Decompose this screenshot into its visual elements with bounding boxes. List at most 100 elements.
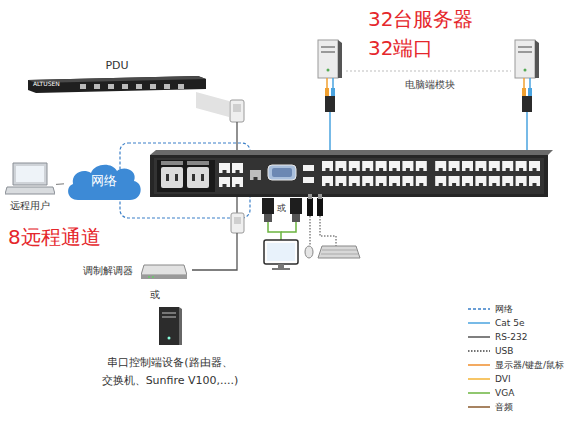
rj45-port [322,161,333,171]
rj45-port [232,177,243,187]
legend-row: 显示器/键盘/鼠标 [468,359,564,371]
kvm-switch-part [154,158,544,194]
legend-line [468,322,490,324]
console-connectors-part [268,222,281,240]
serial-device-icon-part [179,307,182,345]
monitor-part [278,264,284,268]
text-label: 或 [150,289,160,301]
label-holder: 32端口 [368,37,433,60]
kvm-switch-part [303,177,314,183]
monitor-part [267,243,295,261]
server-right-part [518,51,532,53]
rj45-port [435,161,446,171]
rj45-port [489,161,500,171]
laptop-icon-part [5,187,55,194]
label-holder: 或 [277,203,286,213]
modem-node: 调制解调器 [82,262,188,280]
computer-module-right-part [522,96,532,112]
text-label: ALTUSEN [33,81,60,88]
pdu-device-part [94,84,100,89]
legend-sample [468,403,490,411]
rj45-notch [533,168,537,171]
legend-row: 网络 [468,303,513,315]
rj45-port [475,161,486,171]
legend-row: VGA [468,387,514,399]
server-left-part [318,40,338,78]
legend-row: USB [468,345,513,357]
kvm-switch-part [166,174,169,181]
computer-module-left [325,78,335,150]
pdu-device-part [164,84,170,89]
serial-device-icon-part [162,316,176,318]
rj45-notch [406,168,410,171]
label-holder: 32台服务器 [368,8,473,31]
rj45-notch [326,183,330,186]
legend-row: DVI [468,373,511,385]
computer-module-left-part [325,88,329,96]
modem-icon-part [141,275,187,279]
rj45-port [516,176,527,186]
legend-row: 音频 [468,401,513,413]
legend-line [468,350,490,352]
laptop-icon [5,161,55,197]
network-cloud: 网络 [64,160,144,202]
rj45-port [349,161,360,171]
laptop-icon-holder [5,161,55,197]
rj45-port [462,161,473,171]
kvm-switch-part [150,150,553,155]
text-label: 8远程通道 [8,226,101,249]
kvm-switch-part [268,165,296,180]
kvm-switch-part [303,165,314,171]
serial-device-node: 串口控制端设备(路由器、 交换机、Sunfire V100,....) [85,305,255,391]
rj45-notch [519,168,523,171]
rj45-port [502,176,513,186]
serial-device-icon-part [162,312,176,314]
rj45-notch [479,183,483,186]
console-connectors-part [308,194,312,199]
rj45-notch [406,183,410,186]
rj45-port [516,161,527,171]
laptop-icon-part [13,163,47,185]
rj45-notch [492,168,496,171]
monitor-part [272,268,290,270]
modem-icon-part [152,276,154,278]
rj45-notch [506,168,510,171]
legend-sample [468,361,490,369]
legend-line [468,378,490,380]
computer-module-right-part [523,78,525,88]
server-right-part [524,69,527,72]
rj45-notch [379,168,383,171]
rj45-port [219,163,230,173]
rj45-notch [519,183,523,186]
serial-device-icon-part [159,307,179,345]
rj45-notch [326,168,330,171]
pdu-device-part [28,76,206,93]
computer-module-right-part [526,112,528,150]
computer-module-left-part [331,88,335,96]
rj45-notch [339,183,343,186]
legend-row: Cat 5e [468,317,524,329]
rj45-port [335,161,346,171]
rj45-port [489,176,500,186]
kvm-switch-part [157,160,215,192]
rj45-port [250,170,261,180]
rj45-port [416,161,427,171]
rj45-port [219,177,230,187]
legend-text: RS-232 [495,332,527,342]
legend-text: USB [495,346,513,356]
modem-cable-part [192,233,237,270]
pdu-cable-part [236,122,237,151]
computer-module-left-part [325,96,335,112]
user-label: 远程用户 [10,200,50,212]
text-label: 32台服务器 [368,8,473,31]
console-connectors-part [317,198,323,216]
server-right [515,40,539,78]
kvm-switch-part [187,167,209,188]
text-label: 或 [277,203,286,213]
console-connectors [262,194,336,246]
legend-sample [468,389,490,397]
console-connectors-part [264,214,272,222]
